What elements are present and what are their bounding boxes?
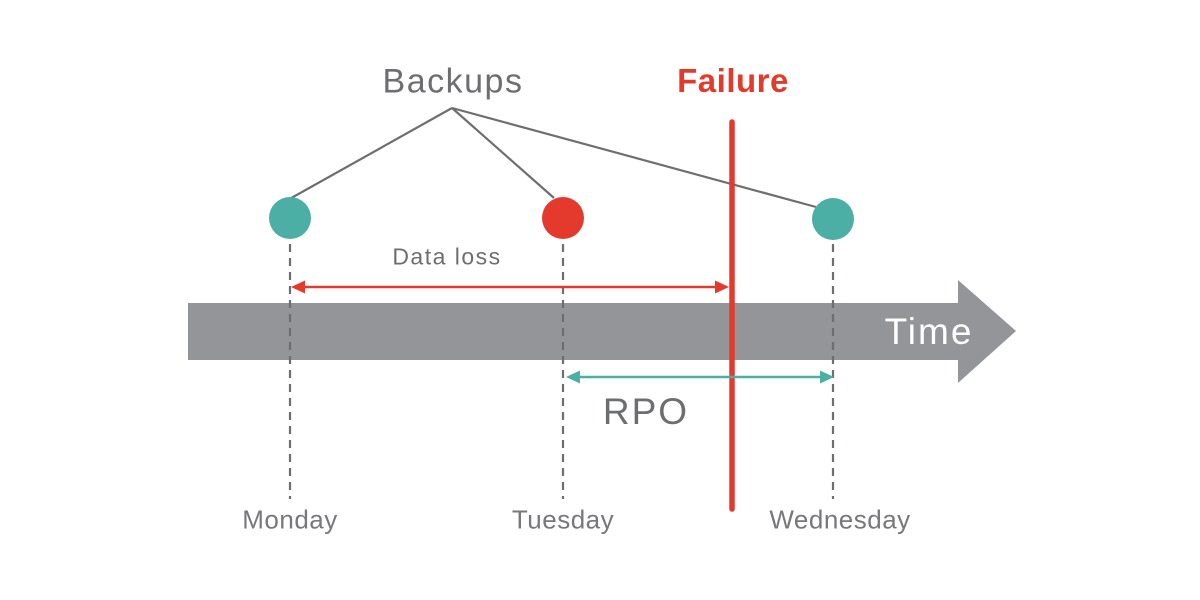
day-label-tuesday: Tuesday [511, 504, 615, 535]
backup-dot-monday [269, 197, 311, 239]
backups-connector-tuesday [451, 107, 555, 199]
rpo-arrow [566, 370, 834, 384]
day-label-wednesday: Wednesday [769, 504, 911, 535]
backup-dot-tuesday [542, 197, 584, 239]
timeline-arrow [188, 280, 1016, 383]
data-loss-arrow [291, 280, 729, 294]
time-label: Time [884, 311, 974, 352]
rpo-label: RPO [602, 391, 690, 432]
backup-dot-wednesday [812, 198, 854, 240]
day-label-monday: Monday [242, 504, 338, 535]
backups-label: Backups [382, 62, 524, 101]
backups-connector-wednesday [451, 106, 817, 209]
failure-label: Failure [677, 62, 789, 99]
backups-connector-monday [276, 107, 453, 207]
data-loss-label: Data loss [392, 243, 502, 270]
